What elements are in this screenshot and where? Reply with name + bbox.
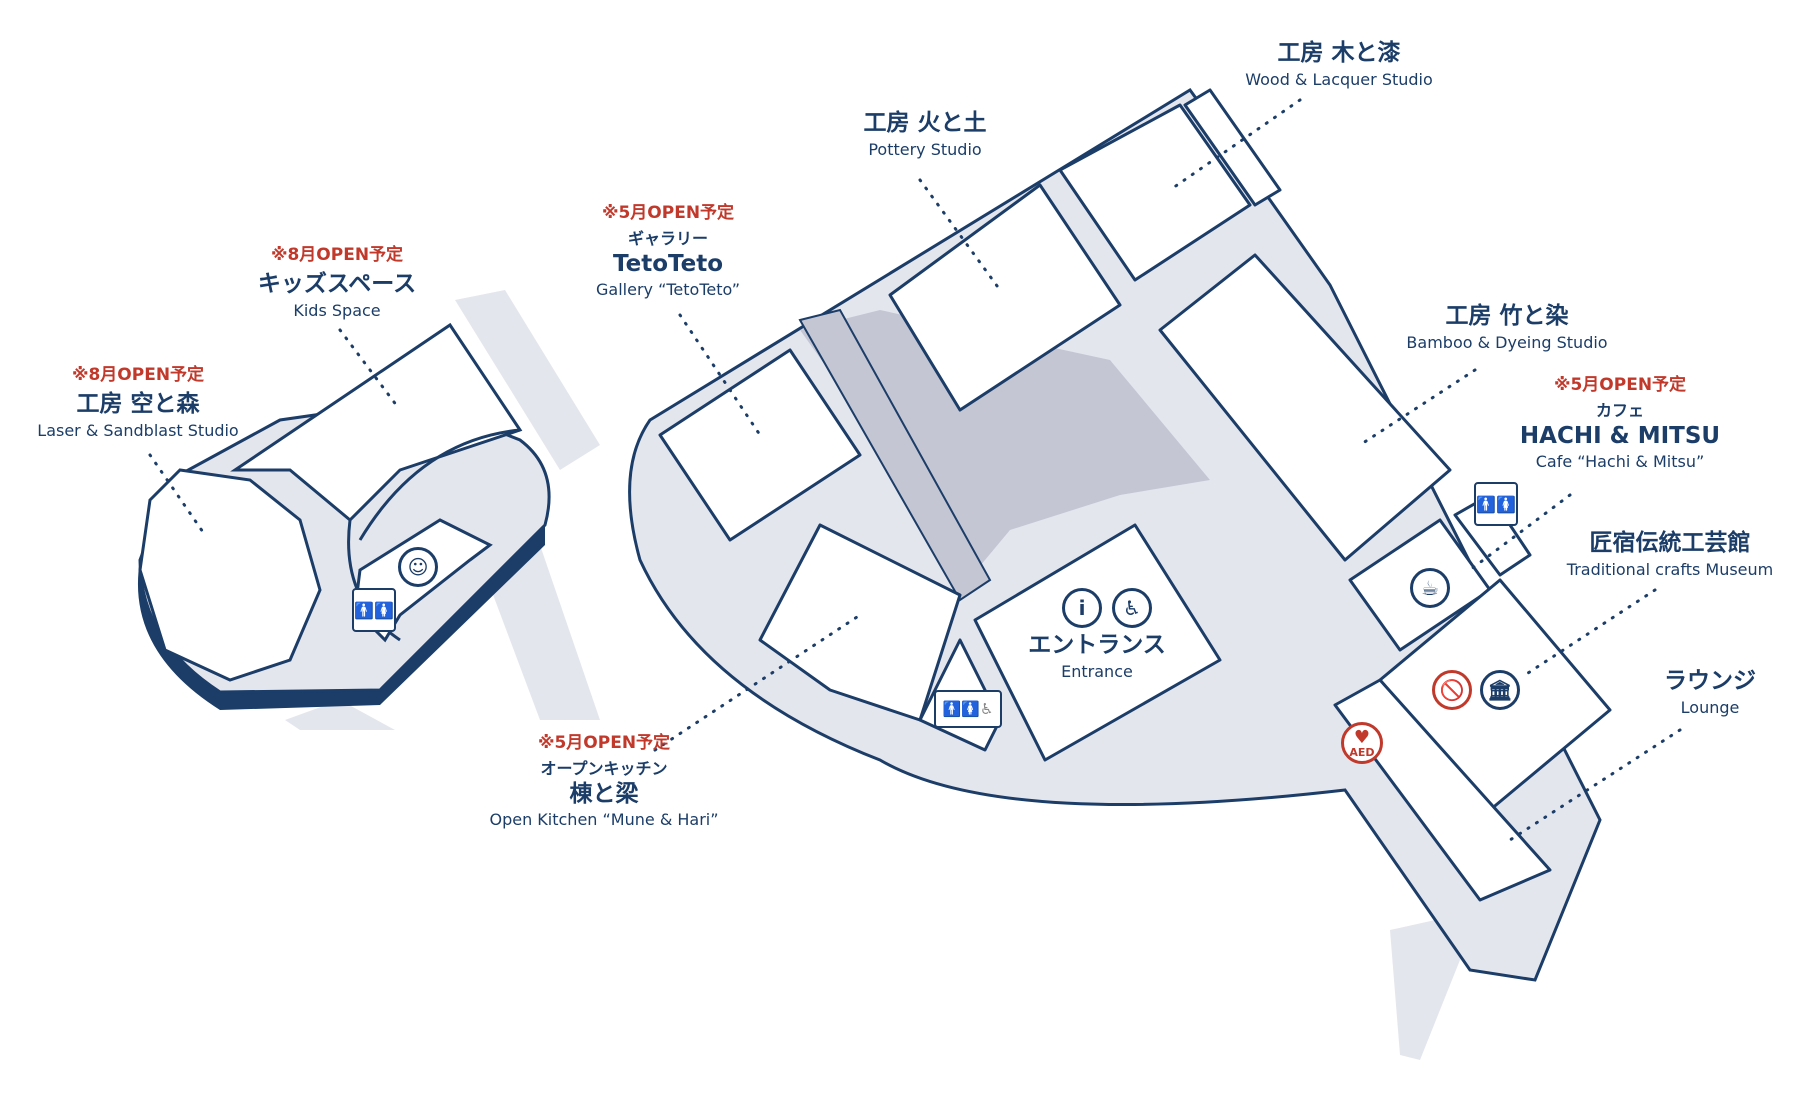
entrance-building — [973, 523, 1222, 762]
courtyard-path — [798, 308, 992, 602]
aed-text: AED — [1349, 745, 1375, 759]
kids-note: ※8月OPEN予定 — [270, 245, 404, 265]
male-restroom-icon: 🚹 — [942, 700, 962, 718]
wood-studio-name: 工房 木と漆 — [1277, 40, 1401, 66]
leader-museum — [1523, 588, 1657, 677]
baby-care-icon[interactable]: ☺ — [398, 547, 438, 587]
leader-kids — [338, 328, 402, 412]
label-lounge: ラウンジ Lounge — [1664, 668, 1756, 717]
entrance-en: Entrance — [1061, 661, 1133, 681]
museum-en: Traditional crafts Museum — [1566, 559, 1774, 579]
bamboo-en: Bamboo & Dyeing Studio — [1406, 332, 1608, 352]
walkway-left — [455, 290, 600, 470]
label-laser-studio: ※8月OPEN予定 工房 空と森 Laser & Sandblast Studi… — [37, 365, 238, 440]
female-restroom-icon: 🚺 — [374, 600, 394, 620]
male-restroom-icon: 🚹 — [1476, 494, 1496, 514]
courtyard-shade — [800, 310, 1210, 590]
laser-note: ※8月OPEN予定 — [71, 365, 205, 385]
pottery-studio-name: 工房 火と土 — [863, 110, 987, 136]
restroom-icon-cafe[interactable]: 🚹🚺 — [1474, 482, 1518, 526]
accessible-restroom-icon: ♿ — [979, 700, 994, 718]
label-pottery-studio: 工房 火と土 Pottery Studio — [863, 110, 986, 159]
info-icon[interactable]: i — [1062, 588, 1102, 628]
cafe-en: Cafe “Hachi & Mitsu” — [1535, 452, 1705, 472]
bamboo-name: 工房 竹と染 — [1445, 303, 1569, 329]
label-bamboo-studio: 工房 竹と染 Bamboo & Dyeing Studio — [1406, 303, 1607, 352]
gallery-kana: ギャラリー — [627, 229, 708, 249]
label-kids-space: ※8月OPEN予定 キッズスペース Kids Space — [258, 245, 416, 320]
aed-heart-icon: ♥ — [1353, 726, 1371, 748]
restroom-icon-left[interactable]: 🚹🚺 — [352, 588, 396, 632]
walkway-bottom — [285, 700, 395, 730]
cafe-note: ※5月OPEN予定 — [1553, 375, 1687, 395]
kids-en: Kids Space — [293, 300, 381, 320]
label-kitchen: ※5月OPEN予定 オープンキッチン 棟と梁 Open Kitchen “Mun… — [489, 733, 718, 829]
aed-icon[interactable]: ♥ AED — [1341, 722, 1383, 764]
leader-gallery — [678, 313, 762, 437]
leader-laser — [148, 453, 207, 537]
left-island-shadow — [137, 525, 546, 710]
walkway-lower — [480, 545, 600, 720]
female-restroom-icon: 🚺 — [1496, 494, 1516, 514]
kitchen-note: ※5月OPEN予定 — [537, 733, 671, 753]
male-restroom-icon: 🚹 — [354, 600, 374, 620]
cafe-name: HACHI & MITSU — [1519, 422, 1721, 449]
laser-en: Laser & Sandblast Studio — [37, 420, 239, 440]
leader-lines — [148, 98, 1682, 842]
wood-studio-en: Wood & Lacquer Studio — [1245, 69, 1433, 89]
museum-icon[interactable]: 🏛 — [1480, 670, 1520, 710]
kids-name: キッズスペース — [257, 271, 417, 298]
female-restroom-icon: 🚺 — [961, 700, 980, 718]
bamboo-studio-building — [1158, 253, 1452, 562]
no-food-icon[interactable]: 🚫 — [1432, 670, 1472, 710]
pottery-studio-en: Pottery Studio — [868, 139, 982, 159]
restroom-icon-center[interactable]: 🚹🚺♿ — [934, 690, 1002, 728]
lounge-building — [1333, 678, 1552, 902]
laser-name: 工房 空と森 — [76, 391, 200, 418]
museum-name: 匠宿伝統工芸館 — [1589, 530, 1751, 556]
leader-bamboo — [1358, 368, 1477, 447]
wood-studio-annex — [1183, 88, 1282, 207]
label-cafe: ※5月OPEN予定 カフェ HACHI & MITSU Cafe “Hachi … — [1520, 375, 1720, 471]
label-museum: 匠宿伝統工芸館 Traditional crafts Museum — [1567, 530, 1773, 579]
kitchen-building — [758, 523, 962, 722]
kitchen-kana: オープンキッチン — [540, 759, 668, 779]
gallery-building — [658, 348, 862, 542]
kitchen-name: 棟と梁 — [569, 780, 639, 807]
laser-studio-building — [138, 468, 322, 682]
buildings — [658, 88, 1612, 902]
cafe-kana: カフェ — [1595, 401, 1644, 421]
leader-cafe — [1468, 493, 1572, 572]
leader-kitchen — [653, 613, 862, 752]
coffee-icon[interactable]: ☕ — [1410, 568, 1450, 608]
gallery-name: TetoTeto — [612, 250, 724, 277]
leader-wood — [1168, 98, 1302, 192]
gallery-en: Gallery “TetoTeto” — [596, 280, 740, 300]
label-gallery: ※5月OPEN予定 ギャラリー TetoTeto Gallery “TetoTe… — [596, 203, 740, 299]
kitchen-en: Open Kitchen “Mune & Hari” — [489, 810, 719, 830]
gallery-note: ※5月OPEN予定 — [601, 203, 735, 223]
kids-space-building — [230, 322, 523, 523]
lounge-en: Lounge — [1680, 697, 1740, 717]
lounge-name: ラウンジ — [1664, 668, 1756, 694]
wheelchair-icon[interactable]: ♿ — [1112, 588, 1152, 628]
label-wood-studio: 工房 木と漆 Wood & Lacquer Studio — [1245, 40, 1433, 89]
leader-lounge — [1508, 728, 1682, 842]
label-entrance: エントランス Entrance — [1028, 632, 1166, 681]
entrance-name: エントランス — [1028, 632, 1166, 658]
pottery-building — [888, 183, 1122, 412]
wood-studio-building — [1058, 103, 1252, 282]
